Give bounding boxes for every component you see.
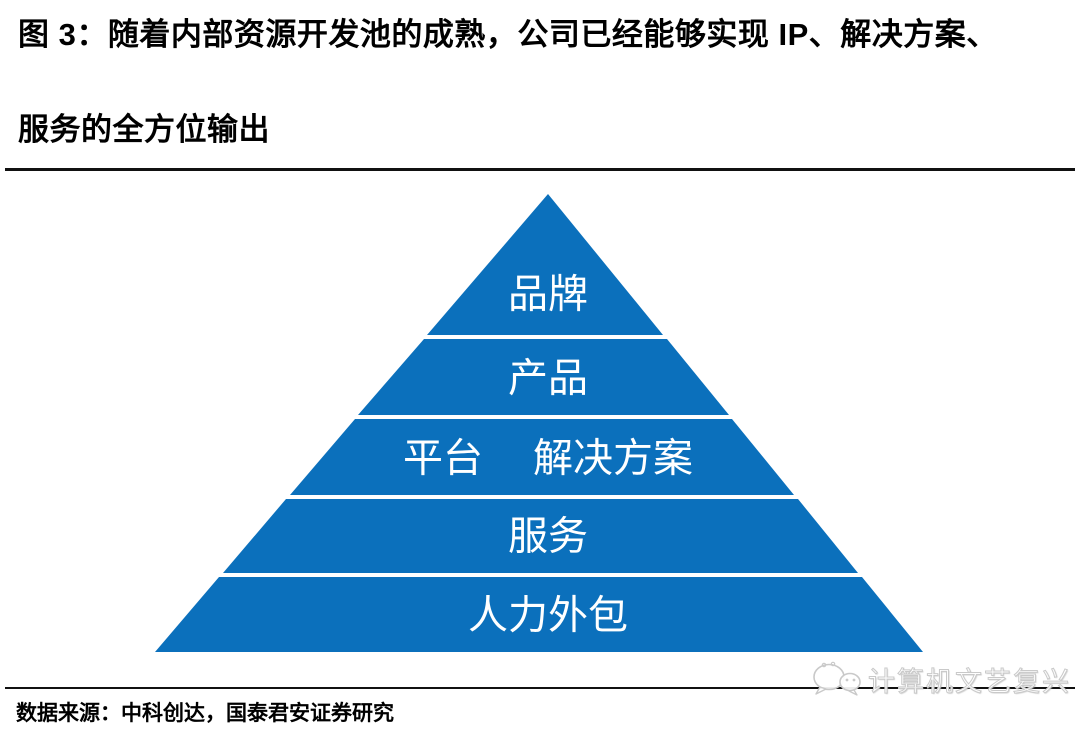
data-source-text: 数据来源：中科创达，国泰君安证券研究 <box>16 702 394 725</box>
pyramid-level-1-label: 品牌 <box>508 272 588 317</box>
pyramid-level-3-shape <box>290 419 794 495</box>
wechat-icon <box>810 655 862 704</box>
pyramid-level-5-shape <box>155 577 923 652</box>
pyramid-level-4-label: 服务 <box>508 514 588 559</box>
watermark-text: 计算机文艺复兴 <box>868 666 1071 697</box>
figure-title-line2: 服务的全方位输出 <box>18 112 270 147</box>
pyramid-svg: 品牌 产品 平台 解决方案 服务 人力外包 <box>155 194 923 652</box>
pyramid-level-2-shape <box>358 339 729 415</box>
pyramid-level-4-shape <box>223 499 858 573</box>
pyramid-level-3-label: 平台 解决方案 <box>403 436 693 481</box>
pyramid-diagram: 品牌 产品 平台 解决方案 服务 人力外包 <box>153 194 923 656</box>
watermark: 计算机文艺复兴 <box>810 655 1071 703</box>
pyramid-level-1-shape <box>427 194 663 335</box>
pyramid-level-5-label: 人力外包 <box>468 593 628 638</box>
top-divider-rule <box>5 168 1075 171</box>
pyramid-level-2-label: 产品 <box>508 356 588 401</box>
figure-title-line1: 图 3：随着内部资源开发池的成熟，公司已经能够实现 IP、解决方案、 <box>18 17 998 52</box>
bottom-divider-rule <box>5 687 1075 689</box>
